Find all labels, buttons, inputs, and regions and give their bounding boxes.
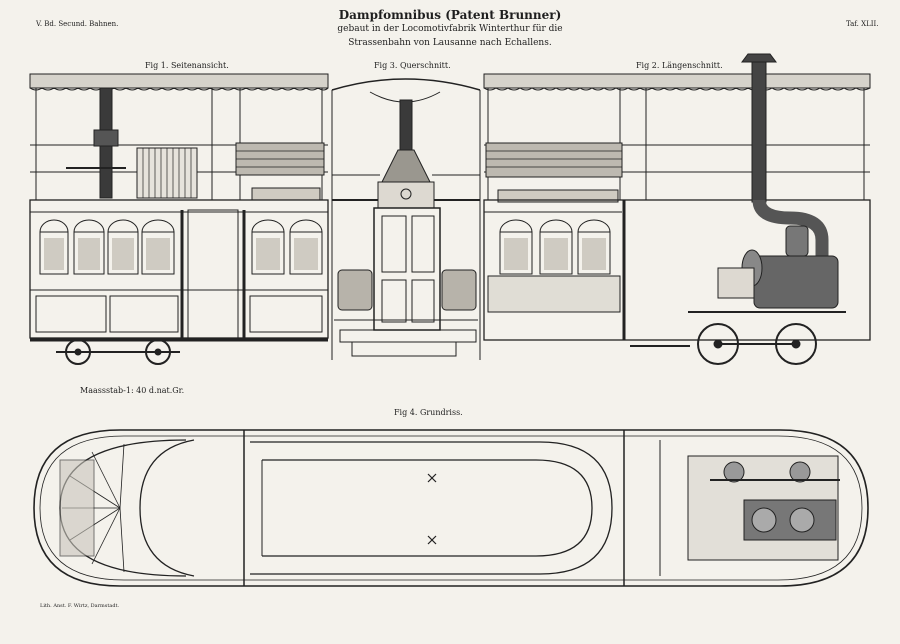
side-view-drawing xyxy=(29,73,329,365)
cross-section-drawing xyxy=(331,78,481,360)
fig4-caption: Fig 4. Grundriss. xyxy=(394,408,463,417)
lithographer-imprint: Lith. Anst. F. Wirtz, Darmstadt. xyxy=(40,603,120,609)
floor-plan-drawing xyxy=(33,429,869,587)
scale-label: Maassstab-1: 40 d.nat.Gr. xyxy=(80,386,185,395)
fig2-caption: Fig 2. Längenschnitt. xyxy=(636,61,723,70)
plate-subtitle-1: gebaut in der Locomotivfabrik Winterthur… xyxy=(337,24,563,34)
longitudinal-section-drawing xyxy=(483,53,871,365)
fig1-caption: Fig 1. Seitenansicht. xyxy=(145,61,229,70)
plate-subtitle-2: Strassenbahn von Lausanne nach Echallens… xyxy=(348,38,552,48)
plate-title: Dampfomnibus (Patent Brunner) xyxy=(338,8,562,22)
fig3-caption: Fig 3. Querschnitt. xyxy=(374,61,451,70)
plate-number: Taf. XLII. xyxy=(846,20,879,28)
volume-label: V. Bd. Secund. Bahnen. xyxy=(36,20,119,28)
